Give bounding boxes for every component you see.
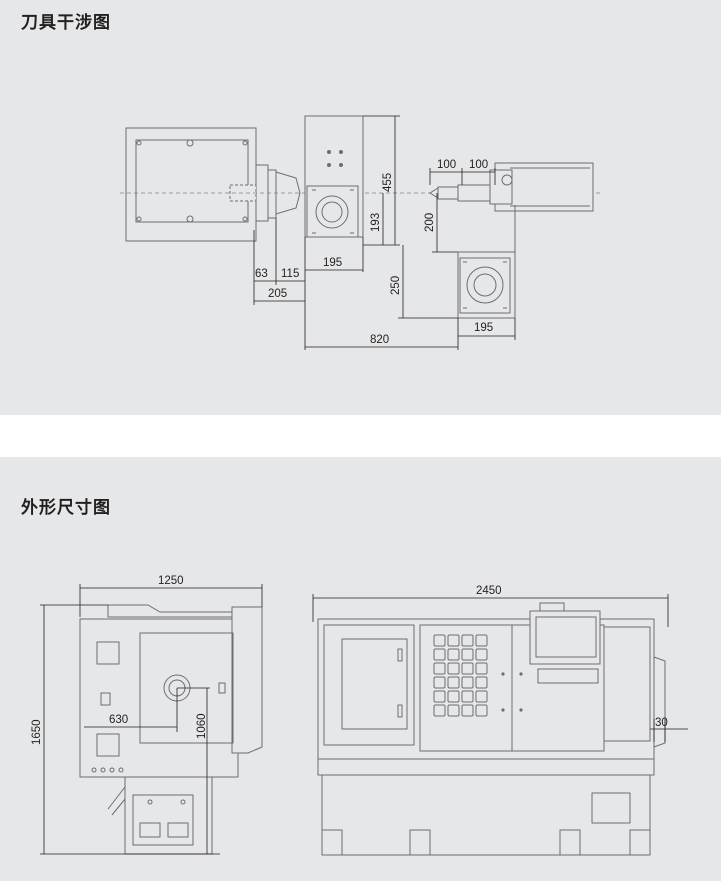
dim-30: [650, 719, 688, 742]
keypad-key: [447, 634, 460, 647]
control-keypad: [433, 634, 488, 717]
keypad-key: [475, 676, 488, 689]
keypad-key: [447, 648, 460, 661]
keypad-key: [433, 634, 446, 647]
side-view-machine: [79, 604, 263, 855]
keypad-key: [475, 662, 488, 675]
keypad-key: [461, 676, 474, 689]
dim-200: [432, 193, 460, 253]
dim-63-label: 63: [255, 268, 268, 280]
tool-interference-panel: 刀具干涉图: [0, 0, 721, 415]
section-title-outline: 外形尺寸图: [21, 498, 111, 518]
keypad-key: [447, 704, 460, 717]
dim-63-115-195: [253, 218, 364, 350]
keypad-key: [433, 690, 446, 703]
keypad-key: [461, 704, 474, 717]
dim-195b: [457, 318, 516, 350]
section-title-interference: 刀具干涉图: [21, 13, 111, 33]
keypad-key: [433, 648, 446, 661]
dim-1250: [79, 584, 263, 617]
keypad-key: [461, 634, 474, 647]
keypad-key: [461, 662, 474, 675]
dim-30-label: 30: [655, 717, 668, 729]
dim-200-label: 200: [424, 213, 436, 232]
dim-2450-label: 2450: [476, 585, 502, 597]
dim-205-label: 205: [268, 288, 287, 300]
dim-455-label: 455: [382, 173, 394, 192]
outline-diagram: 1250 1650 630 1060: [31, 575, 688, 856]
dim-1250-label: 1250: [158, 575, 184, 587]
tailstock: [429, 162, 594, 212]
dim-250-label: 250: [390, 276, 402, 295]
keypad-key: [447, 676, 460, 689]
keypad-key: [433, 662, 446, 675]
dim-1060-label: 1060: [196, 713, 208, 739]
turret-block: [304, 115, 364, 238]
outline-dimension-panel: 外形尺寸图: [0, 457, 721, 881]
dim-1650-label: 1650: [31, 719, 43, 745]
dim-630: [84, 688, 178, 732]
keypad-key: [475, 634, 488, 647]
dim-195b-label: 195: [474, 322, 493, 334]
front-view-machine: [317, 602, 666, 856]
dim-195a-label: 195: [323, 257, 342, 269]
dim-1650: [40, 604, 220, 855]
keypad-key: [475, 690, 488, 703]
keypad-key: [447, 662, 460, 675]
dim-100a-label: 100: [437, 159, 456, 171]
keypad-key: [461, 690, 474, 703]
dim-193-label: 193: [370, 213, 382, 232]
turret-block-lower: [457, 205, 516, 319]
tool-interference-diagram: 455 193 100 100 200: [120, 115, 600, 350]
dim-820-label: 820: [370, 334, 389, 346]
keypad-key: [475, 648, 488, 661]
dim-100b-label: 100: [469, 159, 488, 171]
keypad-key: [447, 690, 460, 703]
dim-250: [398, 245, 458, 319]
dim-630-label: 630: [109, 714, 128, 726]
keypad-key: [461, 648, 474, 661]
dim-2450: [312, 594, 669, 627]
dim-455: [363, 115, 400, 246]
keypad-key: [475, 704, 488, 717]
keypad-key: [433, 704, 446, 717]
keypad-key: [433, 676, 446, 689]
dim-115-label: 115: [281, 268, 299, 280]
dim-1060: [177, 687, 210, 854]
dim-100-100: [429, 168, 496, 185]
